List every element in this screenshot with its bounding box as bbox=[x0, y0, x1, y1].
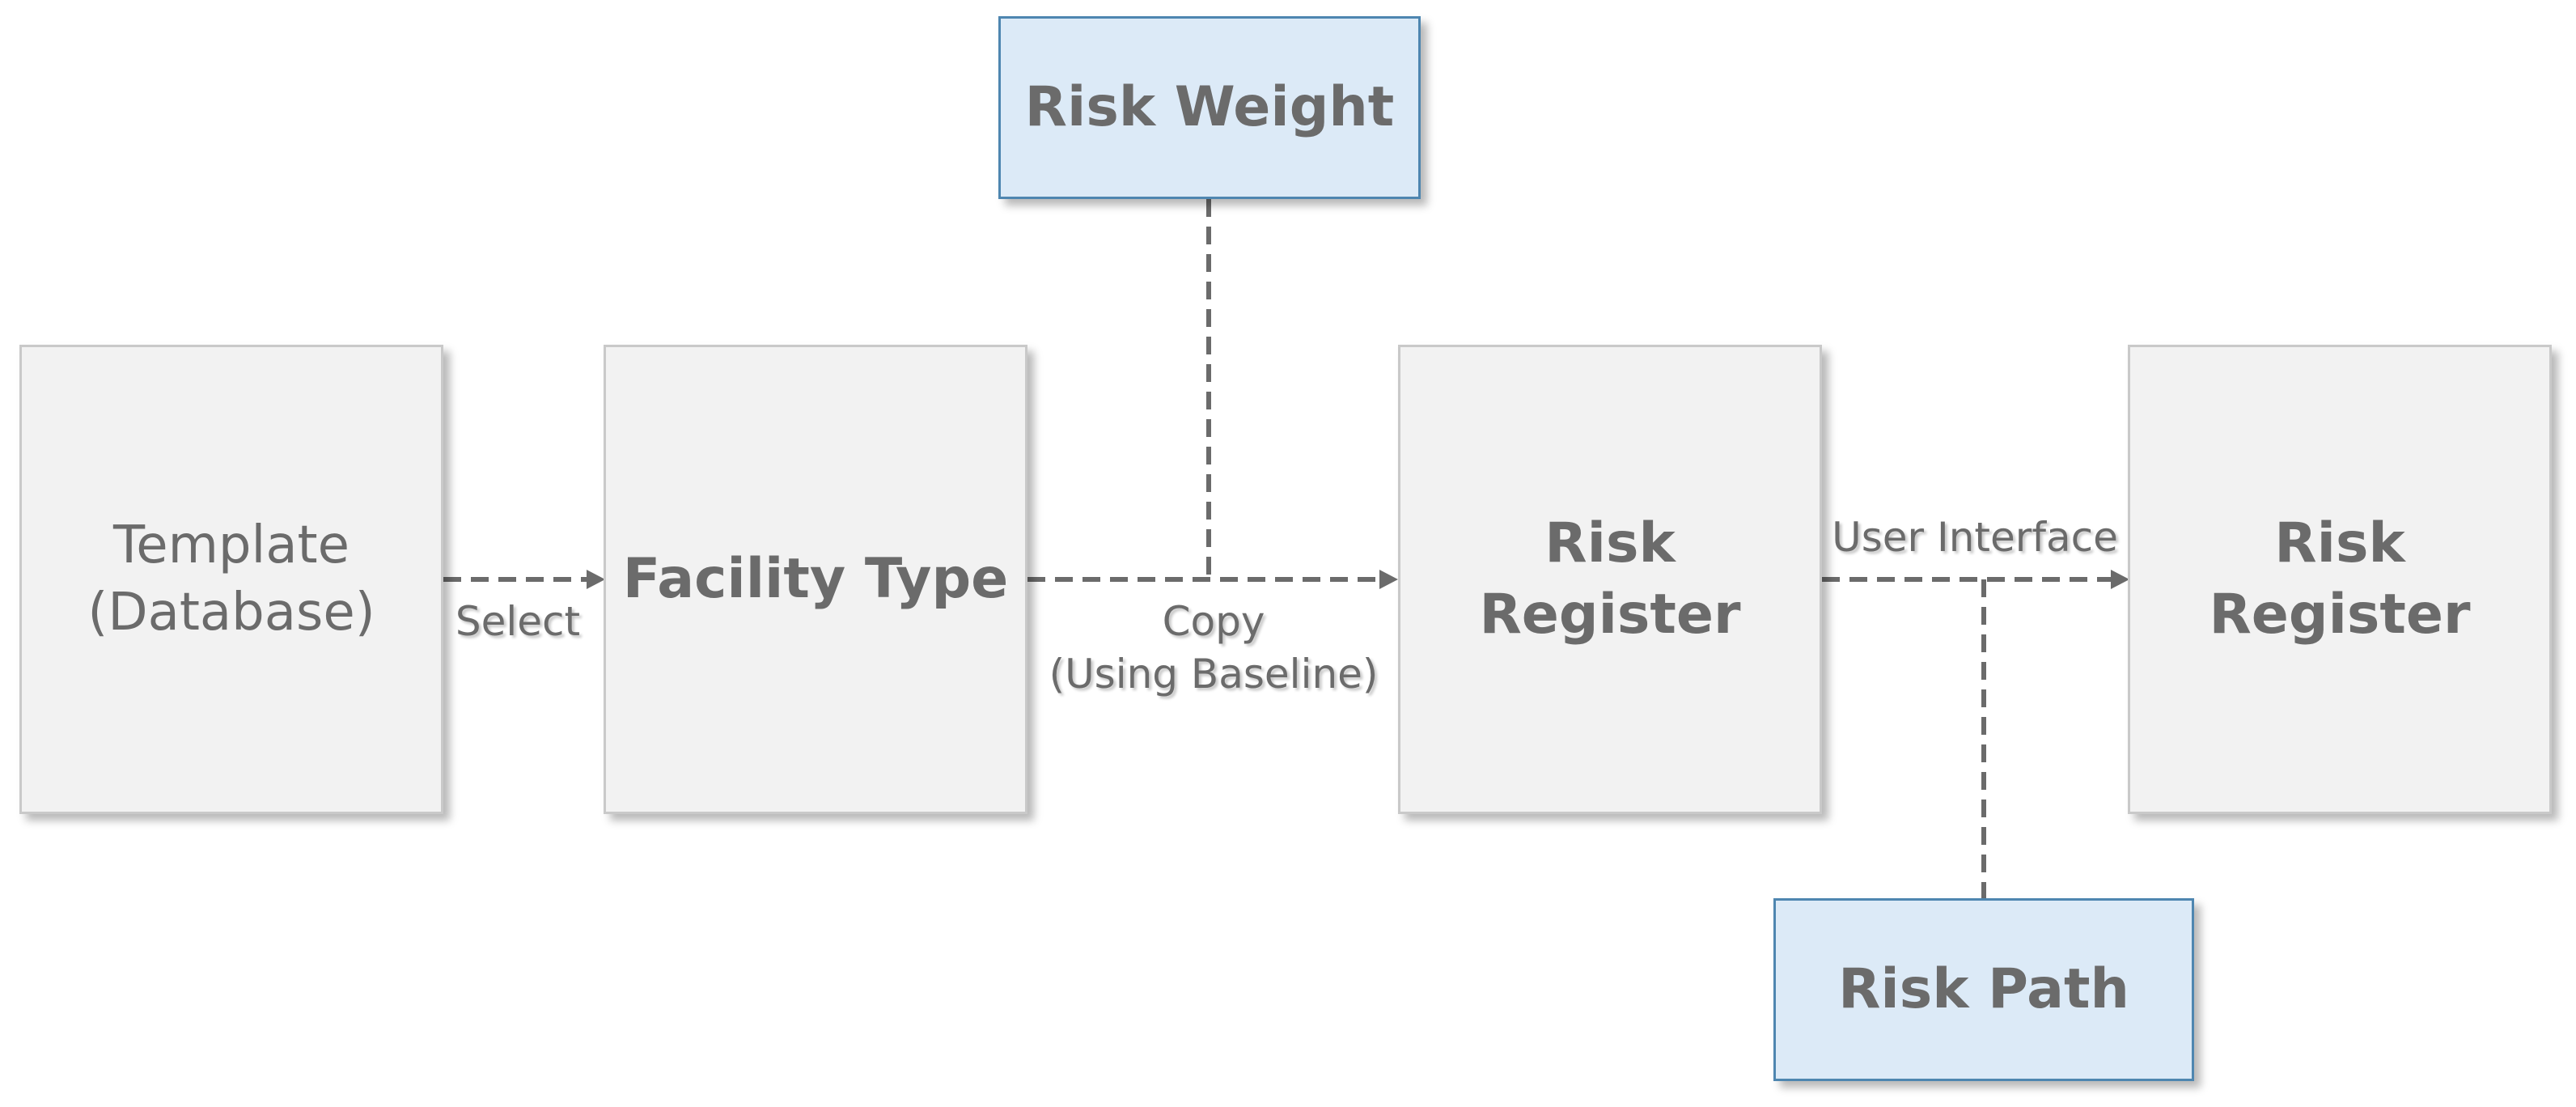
risk-register-label-2: Risk Register bbox=[2209, 511, 2471, 647]
user-interface-edge-label: User Interface bbox=[1832, 514, 2118, 561]
risk-path-box: Risk Path bbox=[1773, 898, 2194, 1081]
select-edge-label: Select bbox=[455, 598, 581, 645]
arrowhead-copy bbox=[1379, 570, 1398, 589]
risk-path-label: Risk Path bbox=[1838, 956, 2129, 1021]
risk-register-box-1: Risk Register bbox=[1398, 345, 1822, 814]
risk-register-label-1: Risk Register bbox=[1479, 511, 1741, 647]
risk-register-box-2: Risk Register bbox=[2128, 345, 2552, 814]
arrowhead-select bbox=[587, 570, 605, 589]
copy-edge-label: Copy (Using Baseline) bbox=[1049, 598, 1379, 698]
risk-weight-box: Risk Weight bbox=[998, 16, 1421, 199]
facility-type-box: Facility Type bbox=[604, 345, 1027, 814]
arrowhead-user-interface bbox=[2111, 570, 2129, 589]
template-box: Template (Database) bbox=[19, 345, 443, 814]
template-label: Template (Database) bbox=[87, 515, 375, 643]
risk-weight-label: Risk Weight bbox=[1024, 74, 1395, 139]
facility-type-label: Facility Type bbox=[622, 546, 1009, 611]
